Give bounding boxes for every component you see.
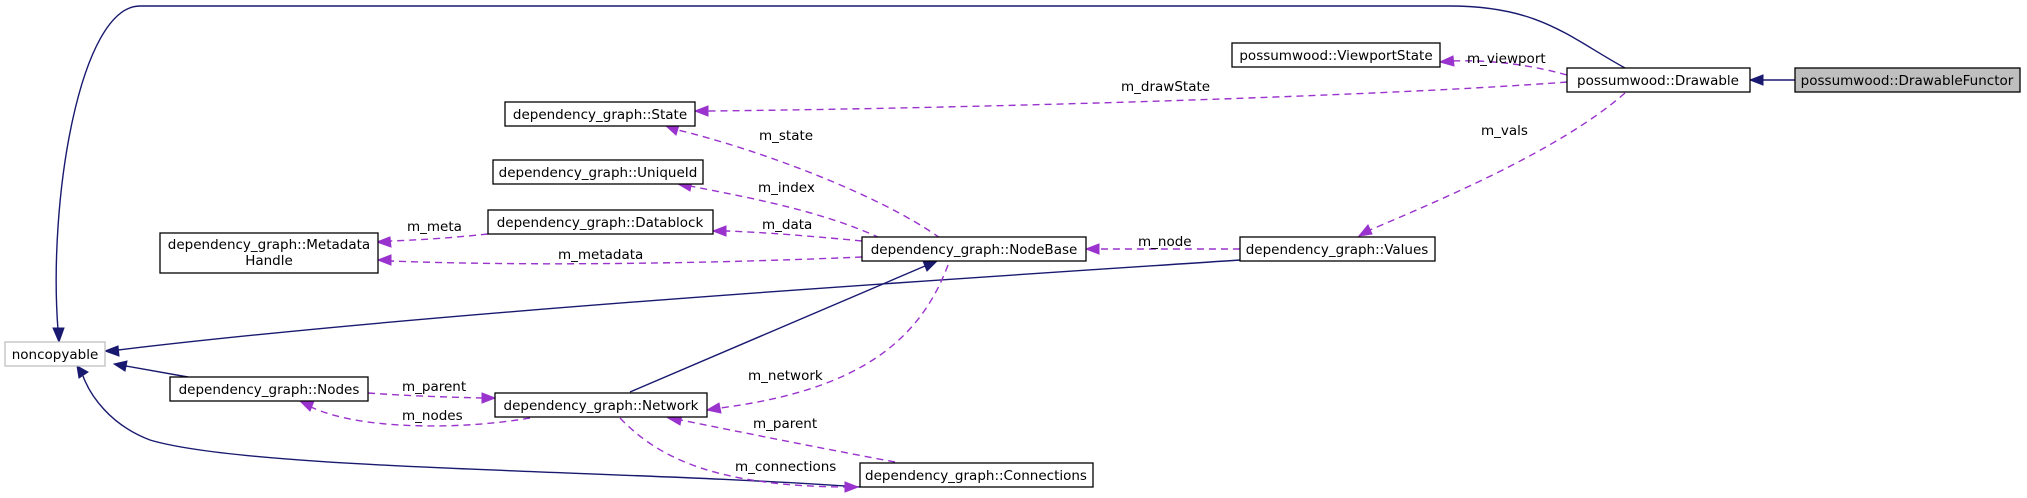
class-label-nodes: dependency_graph::Nodes bbox=[179, 382, 360, 398]
class-label-noncopyable: noncopyable bbox=[12, 347, 99, 363]
class-label-state: dependency_graph::State bbox=[513, 107, 687, 123]
edge-state-m-drawstate bbox=[693, 81, 1568, 117]
class-label-network: dependency_graph::Network bbox=[504, 398, 699, 414]
class-node-drawable-functor[interactable]: possumwood::DrawableFunctor bbox=[1794, 67, 2021, 93]
class-node-datablock[interactable]: dependency_graph::Datablock bbox=[487, 209, 714, 235]
edge-nodebase-m-node bbox=[1084, 243, 1240, 255]
class-node-values[interactable]: dependency_graph::Values bbox=[1239, 236, 1436, 262]
label-m-network: m_network bbox=[748, 368, 823, 384]
label-m-parent-nodes: m_parent bbox=[402, 379, 466, 395]
label-m-state: m_state bbox=[759, 128, 813, 144]
edge-noncopyable-to-nodes bbox=[112, 360, 189, 378]
label-m-vals: m_vals bbox=[1481, 123, 1528, 139]
label-m-index: m_index bbox=[758, 180, 815, 196]
label-m-data: m_data bbox=[762, 217, 812, 233]
class-node-connections[interactable]: dependency_graph::Connections bbox=[859, 462, 1094, 488]
class-node-drawable[interactable]: possumwood::Drawable bbox=[1566, 67, 1751, 93]
label-m-meta: m_meta bbox=[407, 219, 462, 235]
edge-values-m-vals bbox=[1357, 92, 1626, 237]
edge-noncopyable-to-values bbox=[103, 259, 1241, 357]
class-label-drawable: possumwood::Drawable bbox=[1577, 73, 1739, 89]
class-node-network[interactable]: dependency_graph::Network bbox=[494, 392, 708, 418]
class-label-viewport-state: possumwood::ViewportState bbox=[1239, 48, 1432, 64]
label-m-connections: m_connections bbox=[735, 459, 836, 475]
label-m-drawstate: m_drawState bbox=[1121, 79, 1210, 95]
label-m-viewport: m_viewport bbox=[1467, 51, 1546, 67]
edge-network-m-parent-nodes bbox=[367, 392, 497, 404]
class-label-values: dependency_graph::Values bbox=[1246, 242, 1429, 258]
class-node-viewport-state[interactable]: possumwood::ViewportState bbox=[1231, 42, 1441, 68]
class-label-metadata-handle-line1: dependency_graph::Metadata bbox=[168, 237, 370, 253]
class-node-state[interactable]: dependency_graph::State bbox=[504, 101, 696, 127]
class-label-unique-id: dependency_graph::UniqueId bbox=[499, 165, 698, 181]
class-node-unique-id[interactable]: dependency_graph::UniqueId bbox=[492, 159, 704, 185]
edge-nodebase-to-network bbox=[629, 260, 939, 393]
edge-metadata-handle-m-metadata bbox=[376, 254, 863, 266]
label-m-metadata: m_metadata bbox=[558, 247, 643, 263]
edge-connections-m-connections bbox=[619, 417, 860, 493]
edge-labels: m_viewport m_drawState m_vals m_state m_… bbox=[402, 51, 1546, 475]
edge-datablock-m-data bbox=[711, 225, 863, 242]
label-m-parent-connections: m_parent bbox=[753, 416, 817, 432]
class-node-noncopyable[interactable]: noncopyable bbox=[4, 341, 106, 367]
class-node-nodebase[interactable]: dependency_graph::NodeBase bbox=[861, 236, 1087, 262]
edge-noncopyable-to-connections bbox=[76, 365, 861, 488]
class-label-drawable-functor: possumwood::DrawableFunctor bbox=[1801, 73, 2014, 89]
edge-viewport-state-m-viewport bbox=[1438, 55, 1568, 76]
class-label-connections: dependency_graph::Connections bbox=[865, 468, 1087, 484]
class-label-metadata-handle-line2: Handle bbox=[245, 253, 293, 269]
label-m-nodes: m_nodes bbox=[402, 408, 463, 424]
edge-drawable-to-drawable-functor bbox=[1748, 74, 1795, 86]
edge-noncopyable-to-drawable bbox=[52, 5, 1626, 344]
edge-network-m-network bbox=[705, 264, 949, 414]
class-node-metadata-handle[interactable]: dependency_graph::Metadata Handle bbox=[159, 232, 379, 274]
class-label-datablock: dependency_graph::Datablock bbox=[497, 215, 704, 231]
class-label-nodebase: dependency_graph::NodeBase bbox=[871, 242, 1078, 258]
label-m-node: m_node bbox=[1138, 234, 1192, 250]
class-node-nodes[interactable]: dependency_graph::Nodes bbox=[169, 376, 369, 402]
edge-metadata-handle-m-meta bbox=[375, 233, 489, 248]
